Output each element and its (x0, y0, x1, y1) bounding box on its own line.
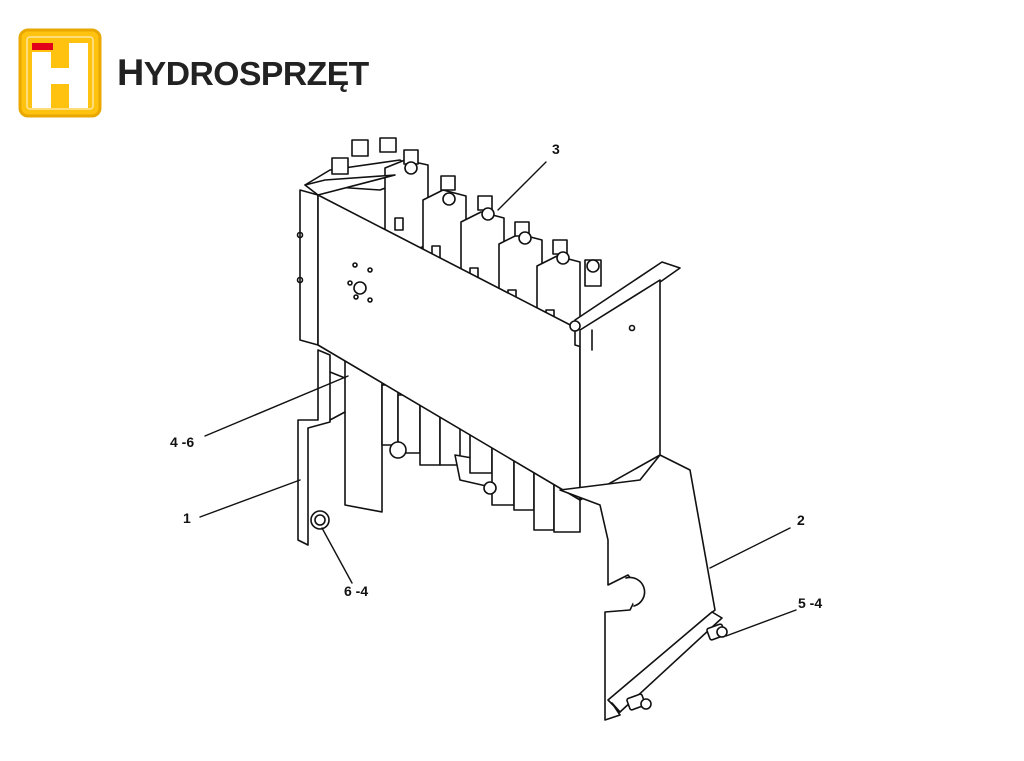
bracket-right (559, 454, 728, 721)
valve-sections-top (304, 137, 602, 343)
leader-1 (199, 479, 301, 518)
callout-6-4: 6 -4 (344, 583, 369, 599)
leader-5-4 (725, 609, 797, 637)
hydrosprzet-logo (18, 28, 102, 118)
callout-2: 2 (797, 512, 805, 528)
leader-lines (199, 161, 797, 637)
front-panel (296, 174, 581, 501)
callout-1: 1 (183, 510, 191, 526)
callout-4-6: 4 -6 (170, 434, 195, 450)
callout-3: 3 (552, 141, 560, 157)
leader-3 (497, 161, 547, 211)
callout-5-4: 5 -4 (798, 595, 823, 611)
side-cover (569, 261, 681, 501)
leader-6-4 (321, 527, 353, 584)
leader-4-6 (204, 375, 349, 437)
leader-2 (709, 527, 791, 569)
valve-stack-lower (381, 384, 581, 533)
brand-name: HYDROSPRZĘT (117, 52, 369, 93)
